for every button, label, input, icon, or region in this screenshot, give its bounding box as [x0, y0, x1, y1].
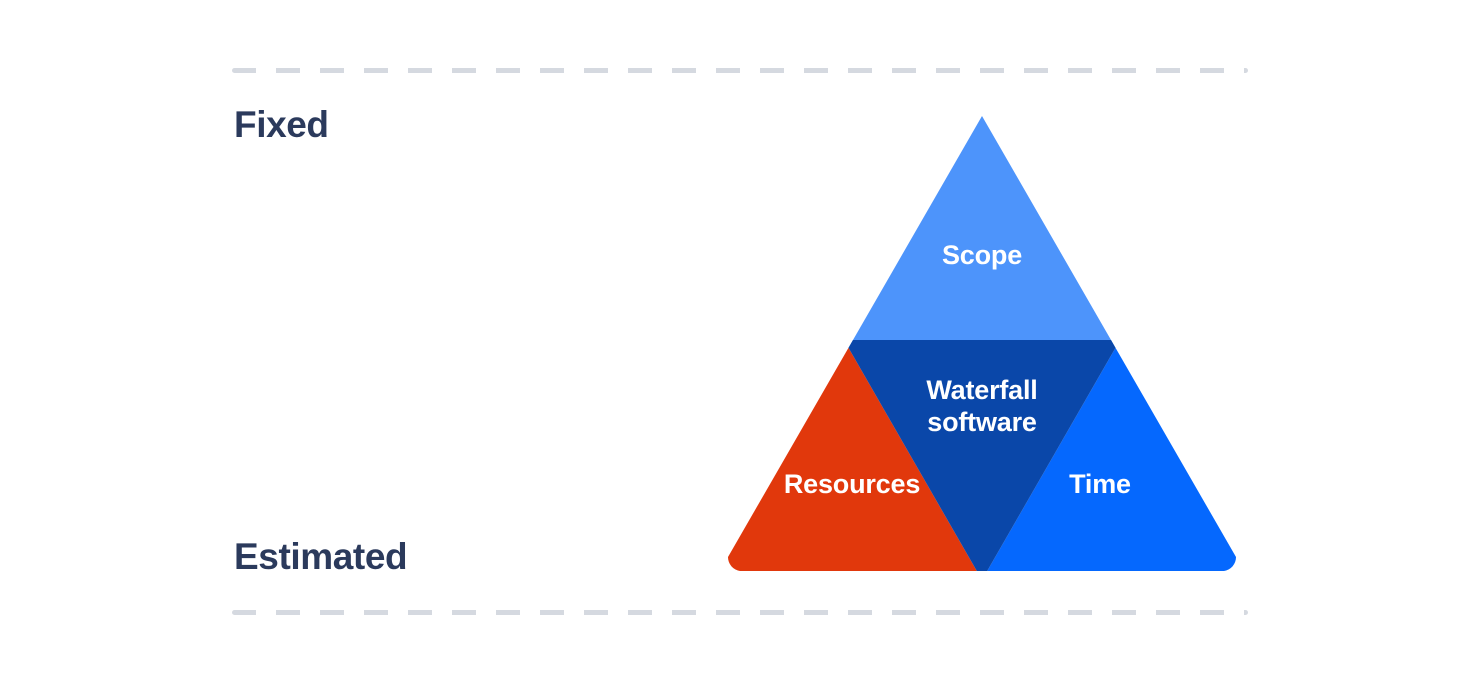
segment-center[interactable]: [844, 340, 1120, 580]
guide-line-bottom: [232, 610, 1248, 615]
guide-line-top: [232, 68, 1248, 73]
segment-scope[interactable]: [844, 108, 1120, 348]
segment-resources[interactable]: [706, 340, 982, 580]
axis-label-fixed: Fixed: [234, 104, 329, 145]
segment-time[interactable]: [982, 340, 1258, 580]
iron-triangle-diagram: Scope Waterfall software Resources Time: [700, 100, 1270, 590]
axis-label-estimated: Estimated: [234, 536, 408, 577]
triangle-shapes: [706, 108, 1258, 580]
